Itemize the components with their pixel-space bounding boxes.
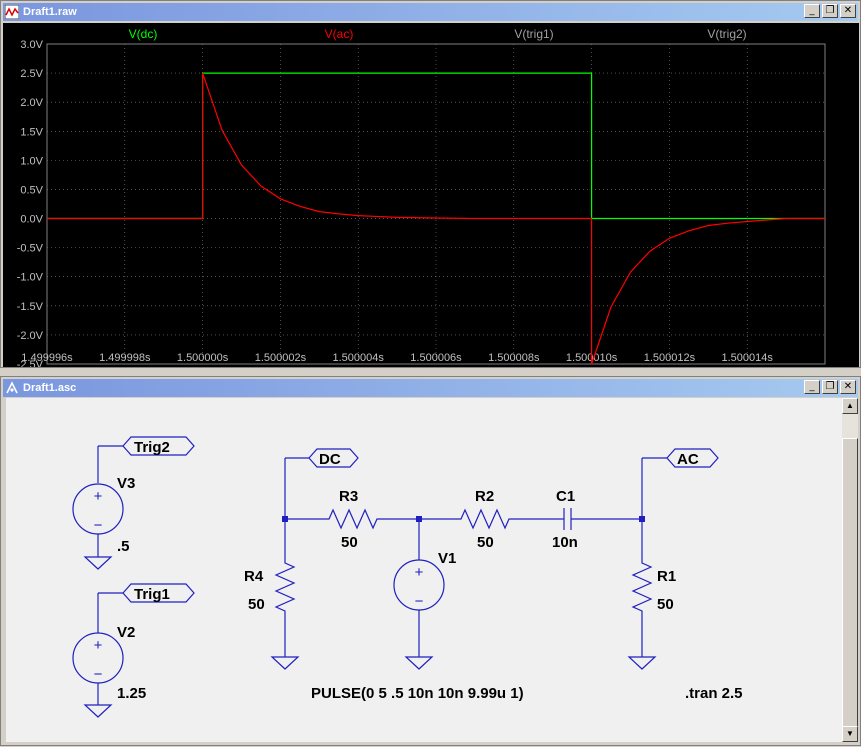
y-tick-label: -2.0V	[17, 330, 44, 342]
y-tick-label: -1.0V	[17, 272, 44, 284]
r2-value-label: 50	[477, 534, 494, 551]
r3-value-label: 50	[341, 534, 358, 551]
restore-button[interactable]: ❐	[822, 380, 838, 394]
y-tick-label: 1.5V	[20, 126, 43, 138]
schematic-window-title: Draft1.asc	[23, 382, 77, 394]
ground-symbol	[83, 704, 113, 718]
r3-ref-label: R3	[339, 488, 358, 505]
waveform-titlebar[interactable]: Draft1.raw _ ❐ ✕	[3, 3, 858, 21]
schematic-titlebar[interactable]: Draft1.asc _ ❐ ✕	[3, 379, 858, 397]
r4-resistor[interactable]	[274, 557, 296, 657]
ac-net-flag[interactable]	[666, 448, 719, 468]
y-tick-label: 0.5V	[20, 184, 43, 196]
schematic-canvas[interactable]: + − + − + − Trig2 Trig1 DC AC V3 .5 V2 1…	[6, 398, 842, 742]
trig1-net-flag[interactable]	[122, 583, 195, 603]
ground-symbol	[270, 656, 300, 670]
waveform-window: Draft1.raw _ ❐ ✕ 3.0V 2.5V 2.0V 1.5V 1.0V 0.5…	[0, 0, 861, 371]
v2-value-label: 1.25	[117, 685, 146, 702]
v3-value-label: .5	[117, 538, 130, 555]
y-tick-label: 3.0V	[20, 39, 43, 51]
trace-vac[interactable]	[47, 72, 825, 365]
junction-dot	[282, 516, 288, 522]
r2-resistor[interactable]	[419, 508, 561, 530]
ac-label: AC	[677, 451, 699, 468]
tran-directive[interactable]: .tran 2.5	[685, 685, 743, 702]
trace-legend-4[interactable]: V(trig2)	[707, 27, 746, 41]
restore-button[interactable]: ❐	[822, 4, 838, 18]
close-button[interactable]: ✕	[840, 380, 856, 394]
schematic-window: Draft1.asc _ ❐ ✕	[0, 376, 861, 746]
x-tick-label: 1.499996s	[21, 352, 73, 364]
v3-voltage-source[interactable]	[72, 445, 124, 557]
r3-resistor[interactable]	[321, 508, 419, 530]
x-tick-label: 1.500014s	[722, 352, 774, 364]
x-tick-label: 1.499998s	[99, 352, 151, 364]
y-tick-label: -1.5V	[17, 301, 44, 313]
r1-ref-label: R1	[657, 568, 676, 585]
waveform-window-title: Draft1.raw	[23, 6, 77, 18]
schematic-vertical-scrollbar[interactable]: ▲ ▼	[842, 398, 858, 742]
pulse-directive[interactable]: PULSE(0 5 .5 10n 10n 9.99u 1)	[311, 685, 524, 702]
trace-legend-1[interactable]: V(dc)	[129, 27, 158, 41]
trace-legend-2[interactable]: V(ac)	[325, 27, 354, 41]
v1-voltage-source[interactable]	[393, 519, 445, 657]
minimize-button[interactable]: _	[804, 380, 820, 394]
junction-dot	[639, 516, 645, 522]
v1-minus-mark: −	[415, 593, 424, 610]
y-tick-label: 1.0V	[20, 155, 43, 167]
x-tick-label: 1.500006s	[410, 352, 462, 364]
v3-minus-mark: −	[94, 517, 103, 534]
v3-plus-mark: +	[94, 488, 103, 505]
waveform-app-icon	[5, 5, 19, 19]
junction-dot	[416, 516, 422, 522]
v2-minus-mark: −	[94, 666, 103, 683]
ground-symbol	[83, 556, 113, 570]
ground-symbol	[404, 656, 434, 670]
x-tick-label: 1.500004s	[333, 352, 385, 364]
r4-value-label: 50	[248, 596, 265, 613]
v3-ref-label: V3	[117, 475, 135, 492]
waveform-plot-area[interactable]: 3.0V 2.5V 2.0V 1.5V 1.0V 0.5V 0.0V -0.5V -1.0V -1…	[3, 23, 859, 371]
v1-plus-mark: +	[415, 564, 424, 581]
scroll-up-button[interactable]: ▲	[842, 398, 858, 414]
x-tick-label: 1.500002s	[255, 352, 307, 364]
x-tick-label: 1.500012s	[644, 352, 696, 364]
v1-ref-label: V1	[438, 550, 456, 567]
v2-voltage-source[interactable]	[72, 592, 124, 705]
x-tick-label: 1.500000s	[177, 352, 229, 364]
r1-resistor[interactable]	[631, 557, 653, 657]
r1-value-label: 50	[657, 596, 674, 613]
v2-ref-label: V2	[117, 624, 135, 641]
r4-ref-label: R4	[244, 568, 264, 585]
trace-legend-3[interactable]: V(trig1)	[514, 27, 553, 41]
trig2-label: Trig2	[134, 439, 170, 456]
schematic-drawing[interactable]: + − + − + − Trig2 Trig1 DC AC V3 .5 V2 1…	[6, 398, 842, 742]
y-tick-label: 0.0V	[20, 214, 43, 226]
ground-symbol	[627, 656, 657, 670]
x-tick-label: 1.500008s	[488, 352, 540, 364]
waveform-chart[interactable]: 3.0V 2.5V 2.0V 1.5V 1.0V 0.5V 0.0V -0.5V -1.0V -1…	[3, 23, 859, 371]
scroll-thumb[interactable]	[842, 438, 858, 728]
c1-value-label: 10n	[552, 534, 578, 551]
dc-label: DC	[319, 451, 341, 468]
trig1-label: Trig1	[134, 586, 170, 603]
scroll-down-button[interactable]: ▼	[842, 726, 858, 742]
schematic-app-icon	[6, 381, 18, 394]
y-tick-label: 2.0V	[20, 97, 43, 109]
trig2-net-flag[interactable]	[122, 436, 195, 456]
r2-ref-label: R2	[475, 488, 494, 505]
y-tick-label: -0.5V	[17, 243, 44, 255]
y-tick-label: 2.5V	[20, 68, 43, 80]
close-button[interactable]: ✕	[840, 4, 856, 18]
c1-capacitor[interactable]	[561, 508, 642, 530]
c1-ref-label: C1	[556, 488, 575, 505]
v2-plus-mark: +	[94, 637, 103, 654]
minimize-button[interactable]: _	[804, 4, 820, 18]
dc-net-flag[interactable]	[308, 448, 359, 468]
